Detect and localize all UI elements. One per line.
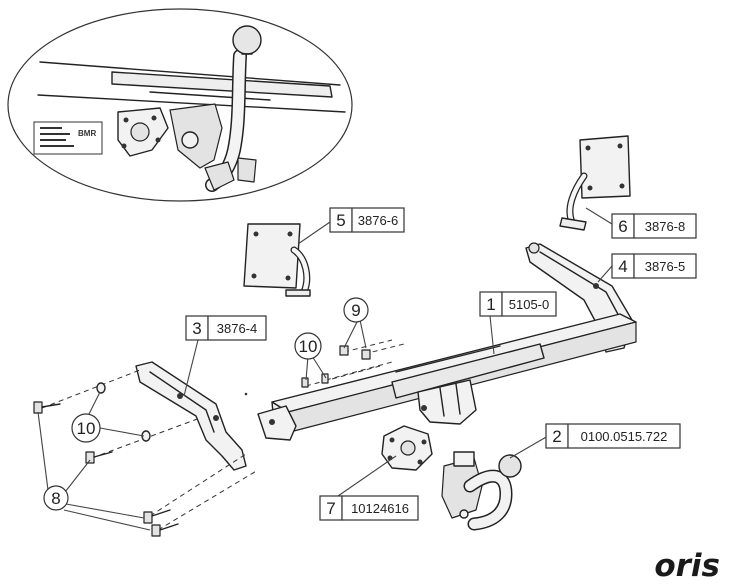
part-code: 0100.0515.722	[581, 429, 668, 444]
part-number: 2	[552, 427, 561, 446]
part-number: 1	[486, 295, 495, 314]
bolt-icon	[85, 451, 113, 464]
part-code: 10124616	[351, 501, 409, 516]
callout-part-5: 5 3876-6	[329, 207, 405, 233]
part-code: 3876-5	[645, 259, 685, 274]
part-number: 10	[299, 337, 318, 356]
callout-part-4: 4 3876-5	[611, 253, 697, 279]
detail-oval-view: BMR	[7, 8, 353, 202]
bolt-icon	[33, 401, 61, 414]
nut-icon	[321, 373, 329, 384]
callout-part-7: 7 10124616	[319, 495, 419, 521]
part-code: 3876-6	[358, 213, 398, 228]
callout-part-6: 6 3876-8	[611, 213, 697, 239]
callout-part-8: 8	[43, 485, 69, 511]
part-1-crossbar	[257, 313, 637, 441]
part-code: 3876-4	[217, 321, 257, 336]
part-code: 3876-8	[645, 219, 685, 234]
callout-part-3: 3 3876-4	[185, 315, 267, 341]
callout-part-2: 2 0100.0515.722	[545, 423, 681, 449]
part-number: 3	[192, 319, 201, 338]
part-number: 7	[326, 499, 335, 518]
leader-lines	[37, 207, 613, 531]
brand-logo: oris	[654, 548, 720, 584]
part-3-side-arm	[135, 361, 247, 471]
nut-icon	[301, 377, 309, 388]
bolt-icon	[143, 509, 171, 524]
part-7-flange	[381, 425, 433, 471]
part-number: 8	[51, 489, 60, 508]
part-number: 6	[618, 217, 627, 236]
nut-icon	[339, 345, 349, 356]
callout-part-10-lower: 10	[71, 413, 101, 443]
bolt-icon	[151, 523, 179, 537]
part-5-bracket	[243, 223, 311, 297]
part-6-bracket	[559, 135, 631, 231]
washer-icon	[96, 382, 106, 394]
part-2-coupling	[441, 451, 522, 531]
part-number: 10	[77, 419, 96, 438]
callout-part-9: 9	[343, 297, 369, 323]
part-number: 4	[618, 257, 627, 276]
part-number: 5	[336, 211, 345, 230]
part-code: 5105-0	[509, 297, 549, 312]
svg-text:BMR: BMR	[78, 129, 96, 138]
part-number: 9	[351, 301, 360, 320]
nut-icon	[361, 349, 371, 360]
callout-part-10-upper: 10	[294, 332, 322, 360]
bolt-and-nut-hardware	[33, 339, 405, 537]
callout-part-1: 1 5105-0	[479, 291, 557, 317]
